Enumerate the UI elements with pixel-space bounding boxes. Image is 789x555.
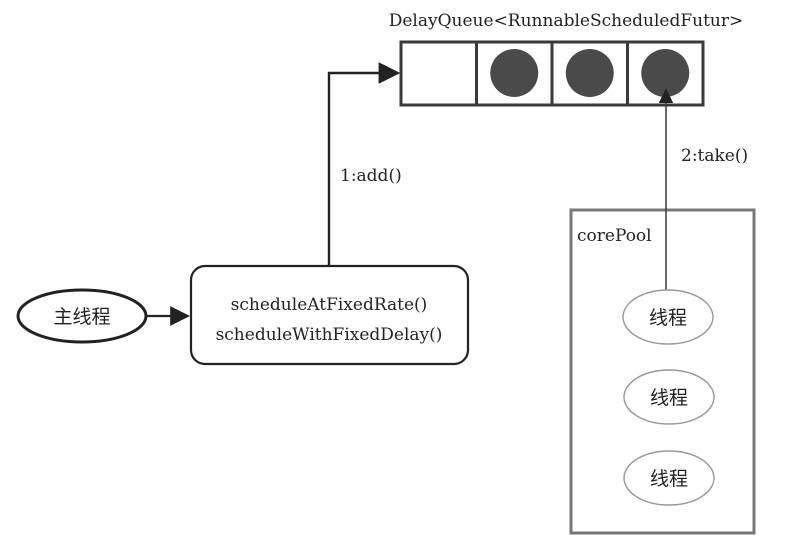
pool-thread-2: 线程 <box>623 369 715 425</box>
queue-items <box>490 49 690 97</box>
queue-item-ball <box>490 49 539 97</box>
add-arrow-label: 1:add() <box>340 166 402 186</box>
main-thread-label: 主线程 <box>53 306 110 328</box>
queue-item-ball <box>565 49 614 97</box>
add-arrow <box>327 62 401 266</box>
core-pool-title: corePool <box>577 226 652 246</box>
queue-item-ball <box>641 49 690 97</box>
scheduler-box: scheduleAtFixedRate() scheduleWithFixedD… <box>189 264 470 366</box>
pool-thread-label: 线程 <box>649 307 687 329</box>
pool-thread-ellipse <box>623 369 715 425</box>
scheduler-method-fixed-rate: scheduleAtFixedRate() <box>231 295 428 315</box>
pool-thread-ellipse <box>622 289 714 345</box>
take-arrow-label: 2:take() <box>681 146 748 166</box>
pool-thread-3: 线程 <box>623 450 715 506</box>
pool-thread-label: 线程 <box>650 468 688 490</box>
main-thread-node: 主线程 <box>16 288 148 344</box>
queue-title: DelayQueue<RunnableScheduledFutur> <box>389 11 744 31</box>
pool-thread-label: 线程 <box>650 387 688 409</box>
scheduler-rect <box>189 264 470 366</box>
pool-thread-ellipse <box>623 450 715 506</box>
scheduler-method-fixed-delay: scheduleWithFixedDelay() <box>216 325 443 345</box>
pool-thread-1: 线程 <box>622 289 714 345</box>
delay-queue <box>399 40 705 107</box>
